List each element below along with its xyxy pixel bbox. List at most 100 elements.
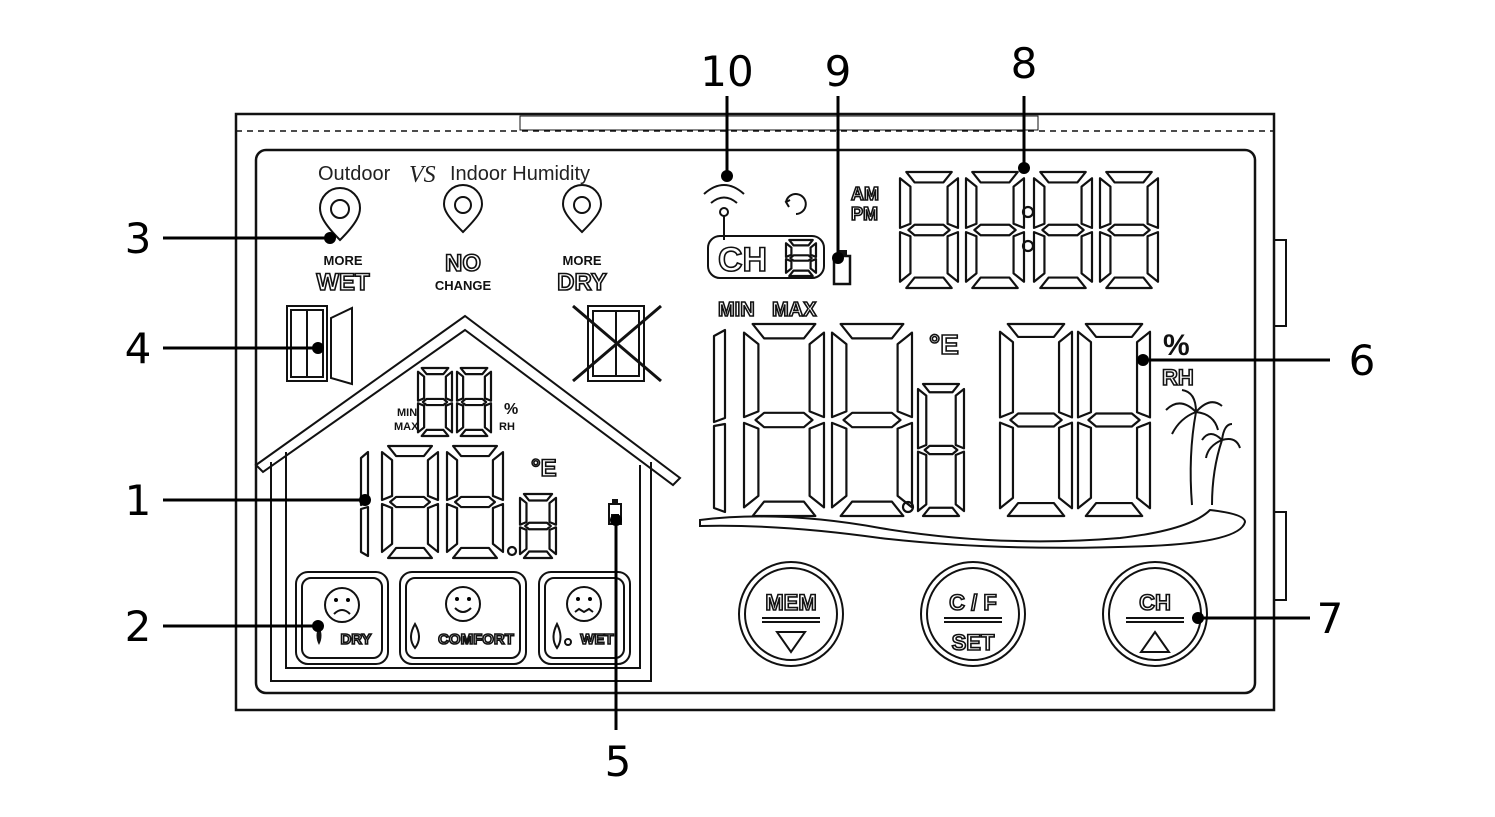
callout-5: 5 <box>605 514 632 786</box>
svg-text:8: 8 <box>1011 39 1038 88</box>
indoor-max-label: MAX <box>394 421 419 433</box>
callout-10: 10 <box>700 47 754 182</box>
comfort-wet-indicator: WET <box>538 571 631 665</box>
svg-text:1: 1 <box>125 476 152 525</box>
indoor-temp-digit <box>445 444 505 560</box>
svg-text:6: 6 <box>1349 336 1376 385</box>
outdoor-temp-decimal-point <box>901 500 915 514</box>
comfort-dry-label: DRY <box>340 631 371 648</box>
callout-9: 9 <box>825 47 852 264</box>
outdoor-humidity-digits <box>998 322 1152 518</box>
location-pin-icon <box>442 184 484 234</box>
down-arrow-icon <box>775 631 807 654</box>
beach-wave-shape <box>699 508 1247 549</box>
channel-digit <box>784 238 818 278</box>
indoor-humidity-digits <box>416 366 493 438</box>
outdoor-humidity-unit-rh: RH <box>1162 365 1194 390</box>
comfort-comfort-indicator: COMFORT <box>399 571 527 665</box>
more-wet-top-label: MORE <box>324 253 363 268</box>
up-arrow-icon <box>1139 630 1171 653</box>
side-tab-lower <box>1274 511 1287 601</box>
callout-7: 7 <box>1192 594 1343 643</box>
side-tab-upper <box>1274 239 1287 327</box>
comfort-wet-label: WET <box>580 631 613 648</box>
location-pin-icon <box>561 184 603 234</box>
indoor-humidity-unit: % <box>504 401 518 418</box>
svg-text:7: 7 <box>1317 594 1344 643</box>
no-change-indicator: NO CHANGE <box>435 184 492 293</box>
outdoor-temp-digit <box>830 322 914 518</box>
channel-frame <box>707 235 825 279</box>
palm-tree-icon <box>1165 389 1241 506</box>
more-dry-main-label: DRY <box>557 269 607 296</box>
clock-pm-label: PM <box>851 204 878 224</box>
outdoor-humidity-digit <box>1076 322 1152 518</box>
header-indoor-humidity-label: Indoor Humidity <box>450 163 590 185</box>
svg-text:10: 10 <box>700 47 753 96</box>
indoor-house-outline <box>254 314 682 682</box>
more-wet-main-label: WET <box>316 269 370 296</box>
clock-digit <box>898 170 960 290</box>
outdoor-temperature-digits <box>712 322 966 518</box>
indoor-temperature-digits <box>359 444 558 560</box>
svg-text:2: 2 <box>125 602 152 651</box>
more-dry-indicator: MORE DRY <box>556 184 608 297</box>
smile-face-icon <box>445 586 481 622</box>
more-wet-indicator: MORE WET <box>316 187 371 297</box>
outdoor-max-label: MAX <box>772 299 817 321</box>
comfort-dry-indicator: DRY <box>295 571 389 665</box>
mem-button-label: MEM <box>765 590 816 615</box>
worried-face-icon <box>566 586 602 622</box>
lcd-connector-pins <box>519 115 1039 131</box>
water-drops-icon <box>552 621 562 650</box>
channel-number-digit <box>784 238 818 278</box>
indoor-temp-decimal-point <box>506 545 518 557</box>
sad-face-icon <box>324 587 360 623</box>
indoor-humidity-digit <box>455 366 493 438</box>
more-dry-top-label: MORE <box>563 253 602 268</box>
clock-am-label: AM <box>851 184 879 204</box>
outdoor-temperature-unit: °E <box>929 329 959 360</box>
outdoor-temp-leading-one <box>712 328 727 514</box>
cf-button-label: C / F <box>949 590 997 615</box>
clock-digits <box>898 170 1160 290</box>
outdoor-humidity-unit: % <box>1163 329 1190 362</box>
refresh-icon <box>785 193 807 215</box>
indoor-temp-digit <box>380 444 440 560</box>
water-drop-icon <box>410 621 420 650</box>
outdoor-temp-digit <box>742 322 826 518</box>
cf-set-button[interactable]: C / F SET <box>920 561 1026 667</box>
outdoor-min-label: MIN <box>718 299 755 321</box>
header-vs-label: VS <box>409 162 436 188</box>
ch-button-label: CH <box>1139 590 1171 615</box>
window-closed-icon <box>572 304 662 383</box>
location-pin-icon <box>318 187 362 242</box>
svg-text:3: 3 <box>125 214 152 263</box>
svg-text:5: 5 <box>605 737 632 786</box>
svg-text:9: 9 <box>825 47 852 96</box>
indoor-humidity-digit <box>416 366 454 438</box>
no-change-top-label: NO <box>445 250 481 277</box>
no-change-main-label: CHANGE <box>435 278 492 293</box>
outdoor-humidity-digit <box>998 322 1074 518</box>
indoor-temperature-unit: °E <box>531 455 557 482</box>
indoor-humidity-unit-rh: RH <box>499 421 515 433</box>
callout-3: 3 <box>125 214 336 263</box>
lcd-inner-frame <box>254 148 1257 695</box>
svg-text:4: 4 <box>125 324 152 373</box>
callout-1: 1 <box>125 476 371 525</box>
clock-digit <box>1032 170 1094 290</box>
callout-6: 6 <box>1137 336 1375 385</box>
mem-button[interactable]: MEM <box>738 561 844 667</box>
set-button-label: SET <box>952 630 995 655</box>
indoor-temp-digit <box>518 492 558 560</box>
channel-label: CH <box>718 241 767 279</box>
indoor-min-label: MIN <box>397 407 417 419</box>
callout-4: 4 <box>125 324 324 373</box>
header-outdoor-label: Outdoor <box>318 163 391 185</box>
ch-up-button[interactable]: CH <box>1102 561 1208 667</box>
clock-digit <box>1098 170 1160 290</box>
window-open-icon <box>286 305 353 386</box>
callout-8: 8 <box>1011 39 1038 174</box>
